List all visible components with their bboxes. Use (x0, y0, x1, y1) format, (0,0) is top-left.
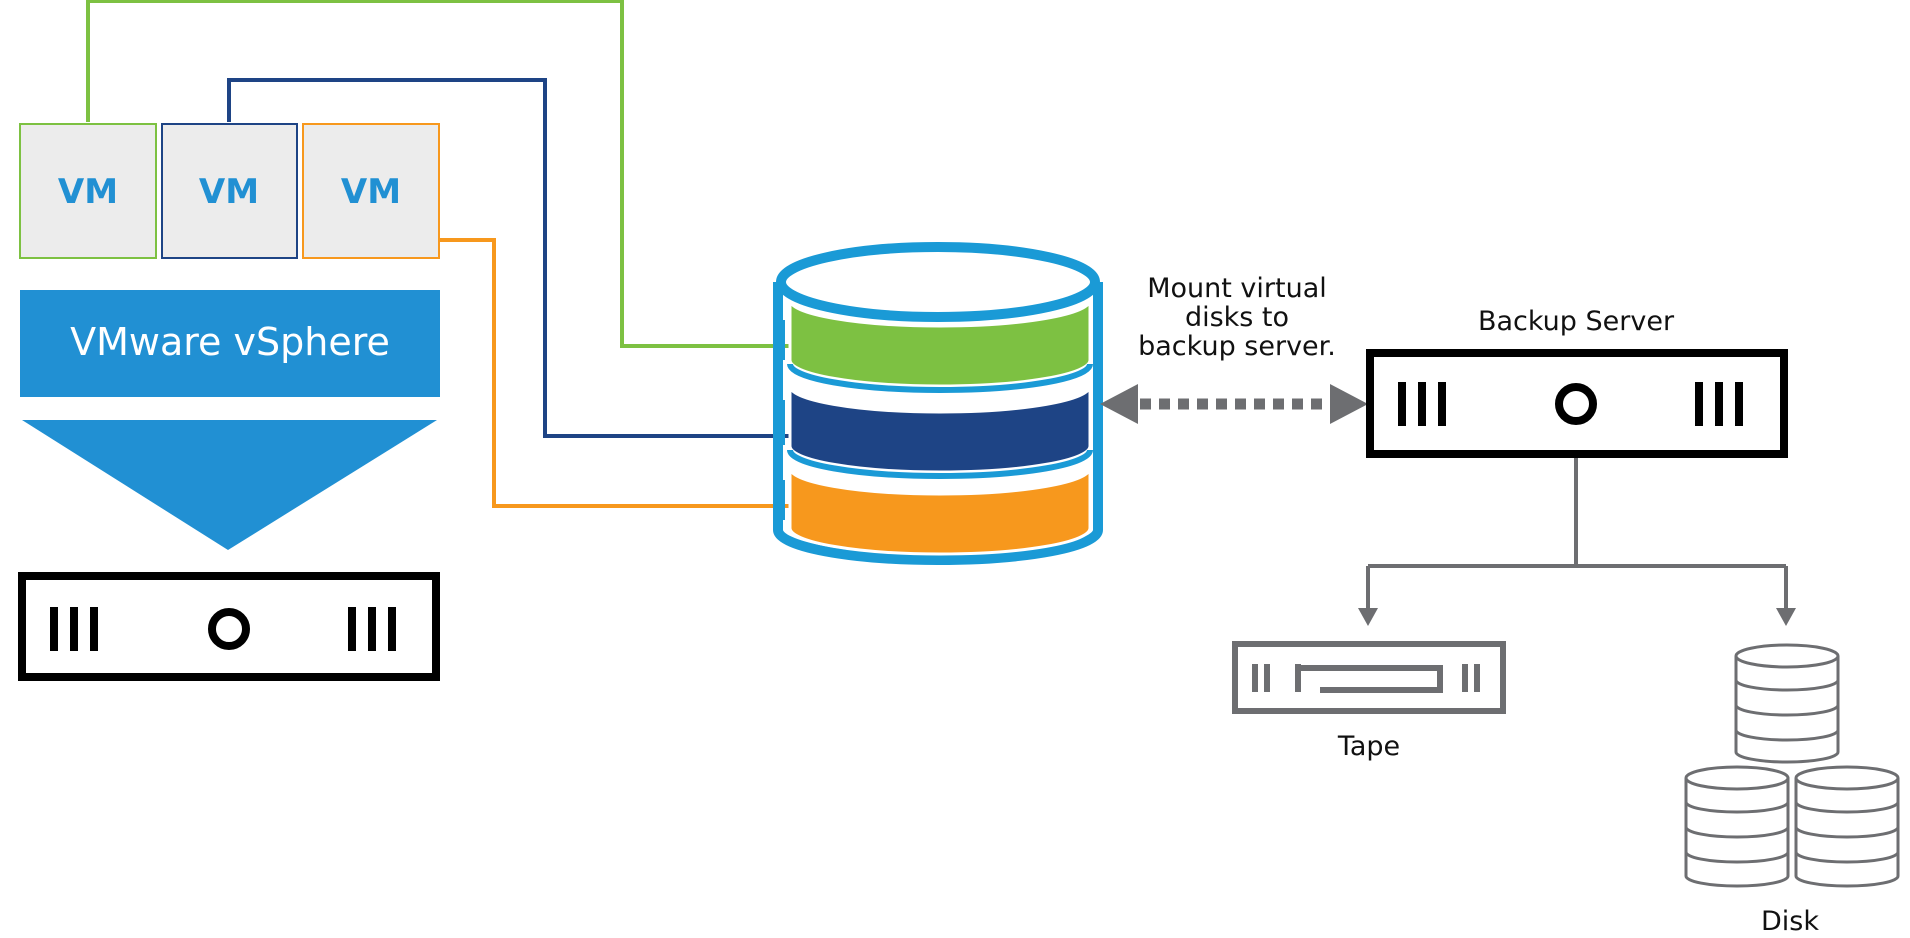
vm-box-2[interactable]: VM (161, 123, 298, 259)
disk-icon (1684, 765, 1790, 888)
tape-drive-icon[interactable] (1232, 641, 1506, 714)
arrow-down-head (1776, 608, 1796, 626)
datastore-layer-vm2 (788, 385, 1092, 474)
arrow-down-head (1358, 608, 1378, 626)
server-slot-bars-icon (50, 607, 98, 651)
datastore-cylinder-icon[interactable] (773, 242, 1103, 565)
vsphere-label: VMware vSphere (70, 320, 390, 364)
datastore-layer-vm1 (788, 299, 1092, 388)
arrow-right-head (1330, 384, 1368, 424)
vm3-connector-line (440, 238, 790, 508)
mount-bidirectional-arrow (1100, 384, 1368, 424)
server-slot-bars-icon (348, 607, 396, 651)
mount-caption-line: backup server. (1138, 331, 1336, 362)
server-slot-bars-icon (1398, 382, 1446, 426)
arrow-left-head (1100, 384, 1138, 424)
server-power-icon (1555, 383, 1597, 425)
storage-target-connector (1358, 458, 1796, 626)
mount-caption-line: Mount virtual (1147, 273, 1327, 304)
disk-label: Disk (1761, 906, 1819, 937)
mount-caption-line: disks to (1185, 302, 1289, 333)
vm-box-1[interactable]: VM (19, 123, 157, 259)
disk-icon (1734, 643, 1840, 764)
disk-stack-icon[interactable] (1684, 643, 1900, 888)
vm-label: VM (199, 172, 259, 212)
mount-caption: Mount virtual disks to backup server. (1138, 273, 1336, 362)
vm-label: VM (341, 172, 401, 212)
vsphere-banner: VMware vSphere (20, 290, 440, 397)
server-slot-bars-icon (1695, 382, 1743, 426)
backup-server-label: Backup Server (1478, 306, 1675, 337)
down-triangle-arrow (22, 420, 437, 550)
vm2-connector-line (227, 78, 790, 438)
server-power-icon (208, 608, 250, 650)
backup-server[interactable] (1366, 349, 1788, 458)
esxi-host-server[interactable] (18, 572, 440, 681)
tape-label: Tape (1337, 731, 1400, 762)
datastore-layer-vm3 (788, 467, 1092, 556)
vm-label: VM (58, 172, 118, 212)
disk-icon (1794, 765, 1900, 888)
vm1-connector-line (86, 0, 790, 348)
vm-box-3[interactable]: VM (302, 123, 440, 259)
